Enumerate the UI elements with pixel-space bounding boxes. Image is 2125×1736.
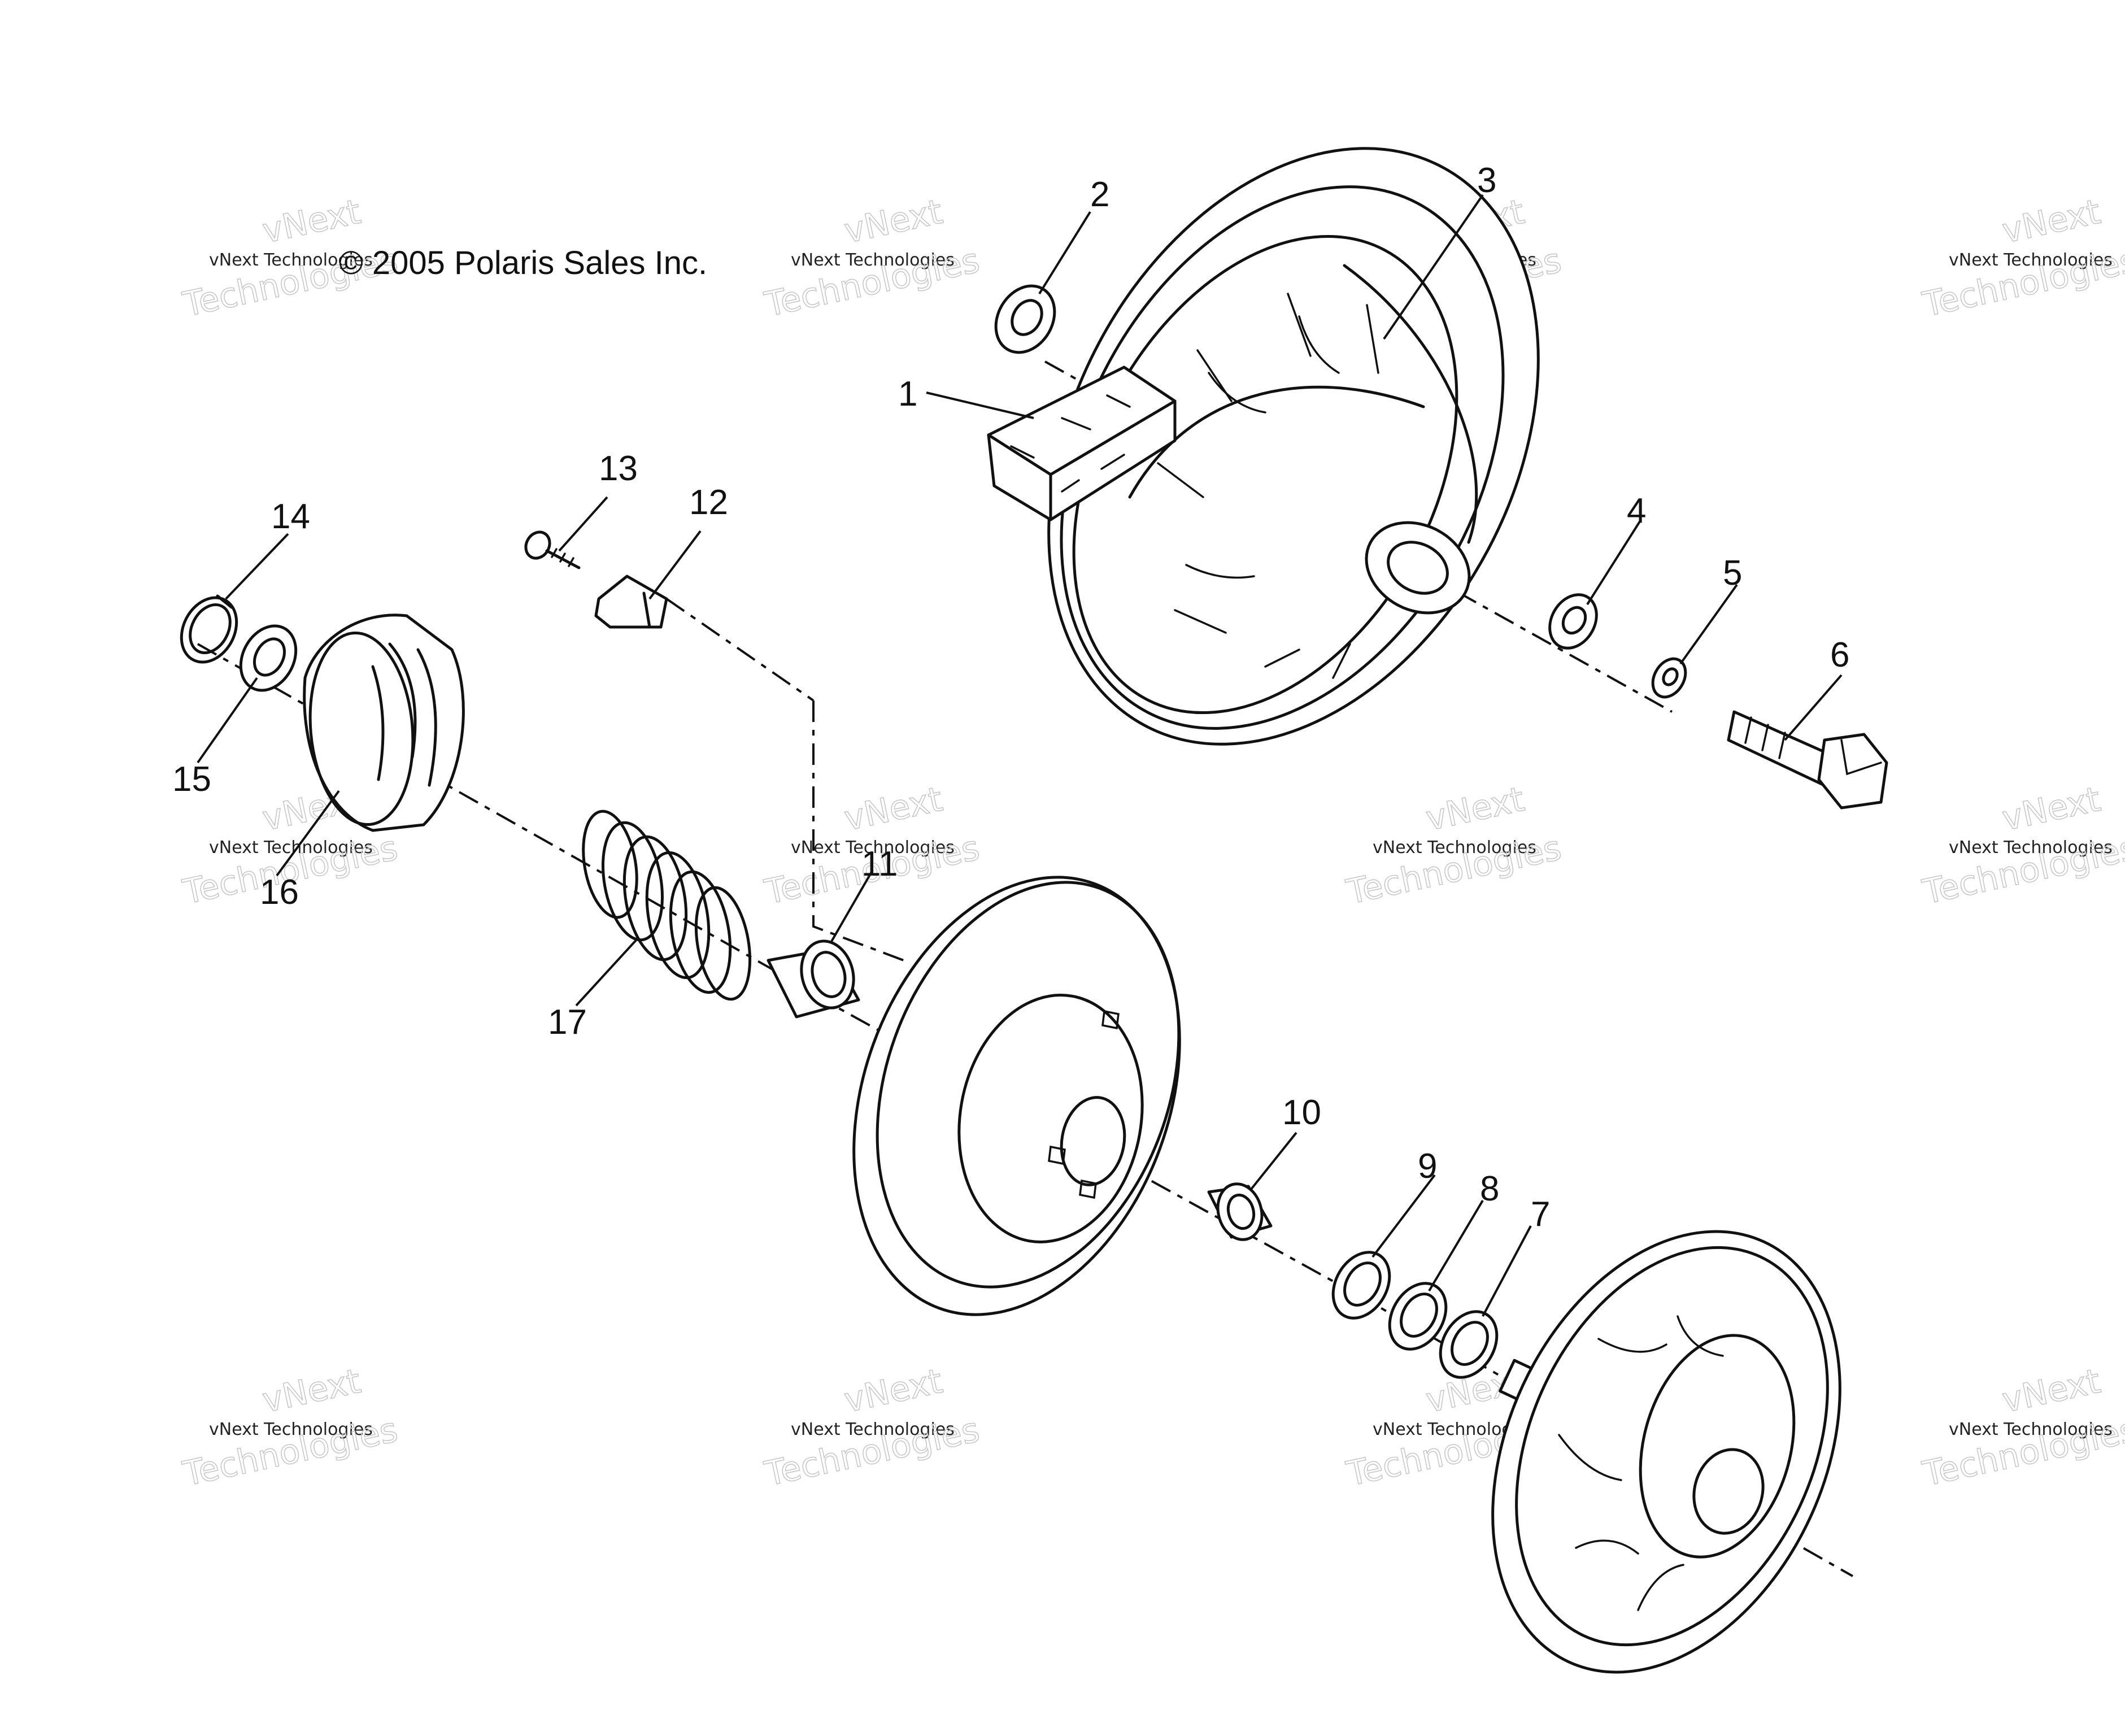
drive-sheave xyxy=(1047,147,1540,746)
callout-labels: 1 2 3 4 5 6 7 8 9 10 11 12 13 14 15 16 1… xyxy=(172,161,1849,1234)
svg-text:vNext Technologies: vNext Technologies xyxy=(791,838,955,858)
watermark-tile: vNext Technologies vNext Technologies xyxy=(179,1361,402,1495)
svg-text:vNext Technologies: vNext Technologies xyxy=(1949,838,2113,858)
callout-11: 11 xyxy=(861,845,898,884)
watermark-tile: vNext Technologies vNext Technologies xyxy=(761,192,983,325)
snap-ring-14 xyxy=(180,594,238,664)
svg-text:vNext: vNext xyxy=(1423,780,1528,839)
watermark-tile: vNext Technologies vNext Technologies xyxy=(1343,779,1565,913)
moveable-sheave xyxy=(852,876,1181,1316)
svg-text:vNext Technologies: vNext Technologies xyxy=(209,250,373,270)
cam-16 xyxy=(303,614,465,832)
svg-text:vNext: vNext xyxy=(1999,1361,2104,1421)
callout-2: 2 xyxy=(1090,175,1109,214)
washer-7 xyxy=(1439,1310,1499,1379)
svg-text:vNext Technologies: vNext Technologies xyxy=(1373,838,1536,858)
screw-13 xyxy=(524,530,581,569)
callout-4: 4 xyxy=(1627,491,1646,530)
bushing-11 xyxy=(767,939,860,1019)
svg-text:vNext: vNext xyxy=(1999,192,2104,251)
callout-8: 8 xyxy=(1480,1169,1499,1208)
svg-text:vNext Technologies: vNext Technologies xyxy=(209,838,373,858)
svg-text:vNext: vNext xyxy=(1999,780,2104,839)
watermark-tile: vNext Technologies vNext Technologies xyxy=(1919,192,2125,325)
copyright-text: © 2005 Polaris Sales Inc. xyxy=(339,245,707,281)
callout-6: 6 xyxy=(1830,636,1849,675)
shift-weight xyxy=(987,366,1177,521)
stationary-sheave xyxy=(1491,1230,1841,1674)
callout-17: 17 xyxy=(548,1003,587,1042)
callout-15: 15 xyxy=(172,760,211,799)
svg-text:vNext: vNext xyxy=(259,192,364,251)
spring-17 xyxy=(582,810,752,1001)
lock-washer-5 xyxy=(1651,657,1687,699)
washer-4 xyxy=(1548,593,1598,650)
svg-text:vNext Technologies: vNext Technologies xyxy=(791,250,955,270)
svg-text:vNext: vNext xyxy=(841,780,946,839)
watermark-tile: vNext Technologies vNext Technologies xyxy=(761,1361,983,1495)
watermark-tile: vNext Technologies vNext Technologies xyxy=(1919,779,2125,913)
callout-3: 3 xyxy=(1477,161,1496,200)
callout-9: 9 xyxy=(1418,1147,1437,1186)
callout-10: 10 xyxy=(1282,1093,1321,1132)
svg-text:vNext Technologies: vNext Technologies xyxy=(209,1420,373,1439)
callout-5: 5 xyxy=(1723,554,1742,593)
callout-7: 7 xyxy=(1531,1195,1550,1234)
svg-text:vNext Technologies: vNext Technologies xyxy=(791,1420,955,1439)
callout-14: 14 xyxy=(271,497,310,536)
washer-2 xyxy=(994,284,1056,354)
leader-lines xyxy=(197,194,1843,1317)
button-12 xyxy=(594,575,668,629)
svg-text:vNext: vNext xyxy=(841,192,946,251)
bushing-10 xyxy=(1207,1182,1273,1241)
washer-8 xyxy=(1388,1282,1448,1351)
callout-12: 12 xyxy=(689,483,728,522)
bolt-6 xyxy=(1727,710,1888,810)
callout-16: 16 xyxy=(260,873,299,912)
svg-text:vNext: vNext xyxy=(259,1361,364,1421)
washer-9 xyxy=(1331,1251,1391,1320)
washer-15 xyxy=(239,624,298,692)
callout-13: 13 xyxy=(599,449,638,488)
watermark-tile: vNext Technologies vNext Technologies xyxy=(1919,1361,2125,1495)
svg-text:vNext: vNext xyxy=(841,1361,946,1421)
callout-1: 1 xyxy=(898,375,917,414)
svg-text:vNext Technologies: vNext Technologies xyxy=(1949,1420,2113,1439)
svg-text:vNext Technologies: vNext Technologies xyxy=(1949,250,2113,270)
